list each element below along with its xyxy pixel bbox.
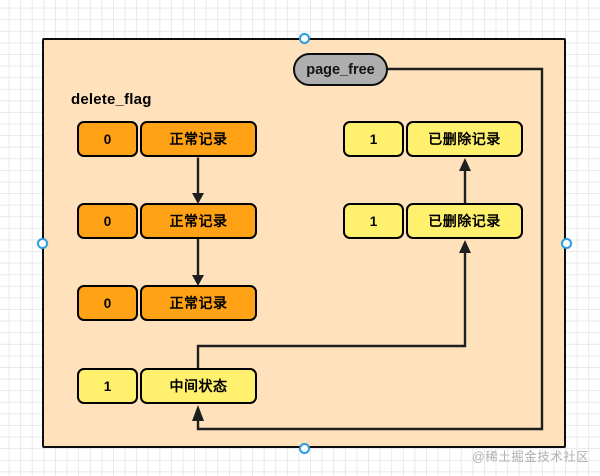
page-free-label: page_free [306,61,375,78]
selection-handle-bottom[interactable] [298,443,310,454]
flag-cell[interactable]: 0 [77,285,138,321]
flag-cell[interactable]: 0 [77,121,138,157]
selection-handle-left[interactable] [36,237,48,249]
record-label-cell[interactable]: 中间状态 [140,368,257,404]
intermediate-record-row: 1 中间状态 [77,368,257,404]
deleted-record-row-1: 1 已删除记录 [343,121,523,157]
normal-record-row-2: 0 正常记录 [77,203,257,239]
watermark-text: @稀土掘金技术社区 [472,450,590,464]
page-free-node[interactable]: page_free [293,53,388,86]
flag-cell[interactable]: 1 [343,121,404,157]
flag-cell[interactable]: 1 [77,368,138,404]
record-label-cell[interactable]: 正常记录 [140,285,257,321]
selection-handle-right[interactable] [560,238,572,249]
edge-intermediate-to-deleted2[interactable] [196,252,467,368]
flag-cell[interactable]: 0 [77,203,138,239]
arrowhead-up-icon [459,158,471,171]
arrowhead-down-icon [192,275,204,286]
record-label-cell[interactable]: 正常记录 [140,203,257,239]
flag-cell[interactable]: 1 [343,203,404,239]
arrowhead-down-icon [192,193,204,204]
record-label-cell[interactable]: 正常记录 [140,121,257,157]
selection-handle-top[interactable] [298,33,310,44]
edge-pagefree-to-intermediate[interactable] [196,67,544,431]
arrowhead-up-icon [459,240,471,253]
deleted-record-row-2: 1 已删除记录 [343,203,523,239]
normal-record-row-1: 0 正常记录 [77,121,257,157]
delete-flag-label: delete_flag [71,91,152,108]
normal-record-row-3: 0 正常记录 [77,285,257,321]
record-label-cell[interactable]: 已删除记录 [406,121,523,157]
record-label-cell[interactable]: 已删除记录 [406,203,523,239]
arrowhead-up-icon [192,405,204,421]
